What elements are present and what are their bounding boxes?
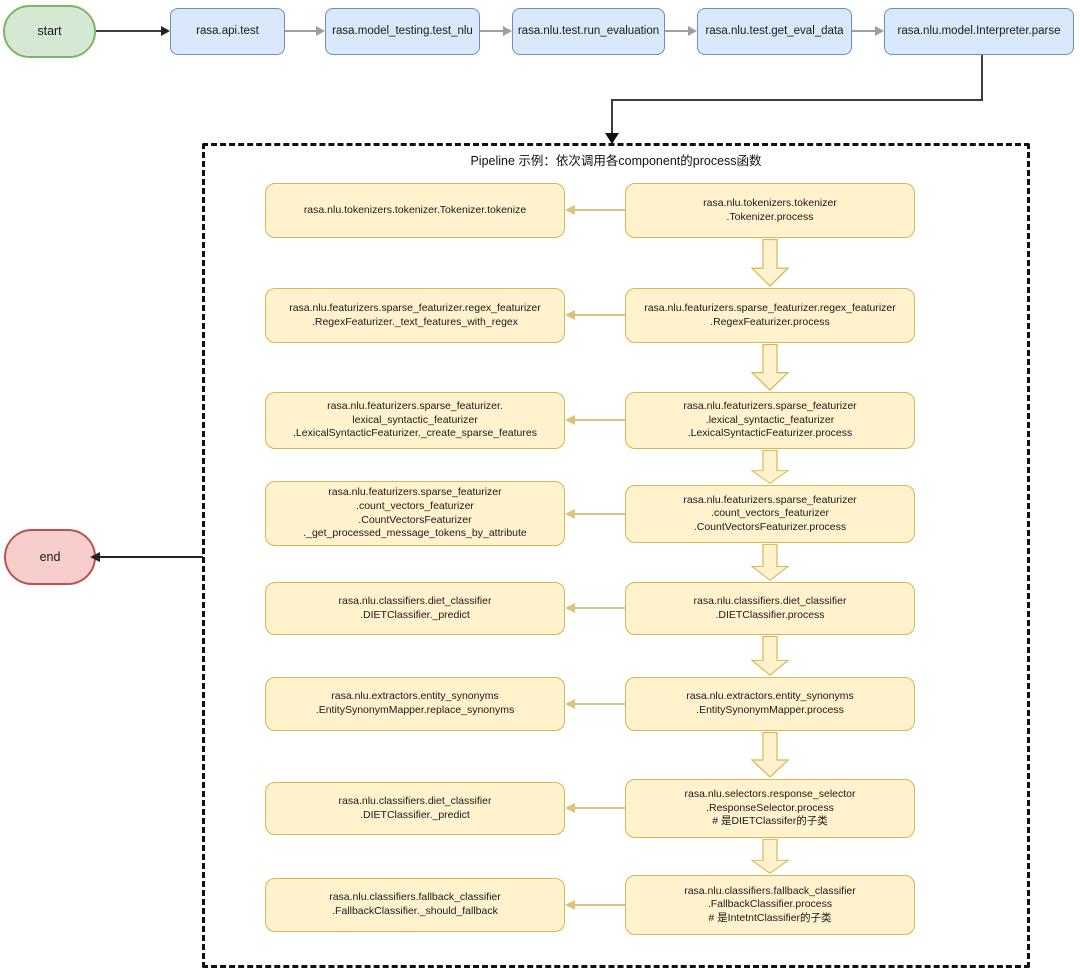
arrow-run-evaluation-to-get-eval-data xyxy=(665,30,689,32)
node-label: rasa.model_testing.test_nlu xyxy=(332,25,473,38)
process-flow-down-arrow xyxy=(750,544,790,581)
process-box-count-vectors-featurizer: rasa.nlu.featurizers.sparse_featurizer .… xyxy=(625,485,915,543)
call-arrow-count-vectors-featurizer xyxy=(574,513,625,515)
arrowhead-left-icon xyxy=(565,603,575,613)
arrowhead-icon xyxy=(316,26,325,36)
box-label: rasa.nlu.extractors.entity_synonyms .Ent… xyxy=(686,690,854,716)
arrowhead-left-icon xyxy=(565,205,575,215)
arrowhead-left-icon xyxy=(565,310,575,320)
box-label: rasa.nlu.featurizers.sparse_featurizer .… xyxy=(303,486,527,540)
process-flow-down-arrow xyxy=(750,450,790,484)
called-box-entity-synonym-mapper: rasa.nlu.extractors.entity_synonyms .Ent… xyxy=(265,677,565,731)
process-box-entity-synonym-mapper: rasa.nlu.extractors.entity_synonyms .Ent… xyxy=(625,677,915,731)
arrow-start-to-api-test xyxy=(96,30,162,32)
arrowhead-left-icon xyxy=(565,803,575,813)
node-label: rasa.nlu.test.get_eval_data xyxy=(705,25,844,38)
pipeline-title: Pipeline 示例：依次调用各component的process函数 xyxy=(470,154,762,168)
connector-parse-entry-segment xyxy=(611,99,613,135)
process-flow-down-arrow xyxy=(750,839,790,874)
node-model-testing-test-nlu: rasa.model_testing.test_nlu xyxy=(325,8,480,55)
box-label: rasa.nlu.classifiers.diet_classifier .DI… xyxy=(693,594,847,621)
box-label: rasa.nlu.selectors.response_selector .Re… xyxy=(684,788,856,828)
process-box-diet-classifier: rasa.nlu.classifiers.diet_classifier .DI… xyxy=(625,582,915,635)
box-label: rasa.nlu.tokenizers.tokenizer .Tokenizer… xyxy=(703,196,837,223)
box-label: rasa.nlu.tokenizers.tokenizer.Tokenizer.… xyxy=(303,203,527,216)
start-node: start xyxy=(3,5,96,58)
box-label: rasa.nlu.classifiers.fallback_classifier… xyxy=(329,891,501,917)
box-label: rasa.nlu.classifiers.diet_classifier .DI… xyxy=(338,594,492,621)
arrow-test-nlu-to-run-evaluation xyxy=(480,30,504,32)
connector-parse-down-segment xyxy=(981,55,983,101)
process-flow-down-arrow xyxy=(750,732,790,778)
box-label: rasa.nlu.featurizers.sparse_featurizer.r… xyxy=(289,301,541,328)
call-arrow-fallback-classifier xyxy=(574,904,625,906)
box-label: rasa.nlu.extractors.entity_synonyms .Ent… xyxy=(315,690,515,716)
process-flow-down-arrow xyxy=(750,239,790,287)
process-box-fallback-classifier: rasa.nlu.classifiers.fallback_classifier… xyxy=(625,875,915,935)
arrowhead-icon xyxy=(688,26,697,36)
arrowhead-left-icon xyxy=(565,415,575,425)
start-label: start xyxy=(37,24,62,39)
arrow-pipeline-to-end xyxy=(99,556,203,558)
node-label: rasa.nlu.test.run_evaluation xyxy=(517,25,660,38)
call-arrow-tokenizer xyxy=(574,209,625,211)
node-model-interpreter-parse: rasa.nlu.model.Interpreter.parse xyxy=(884,8,1074,55)
call-arrow-entity-synonym-mapper xyxy=(574,703,625,705)
arrowhead-down-icon xyxy=(605,133,619,144)
box-label: rasa.nlu.featurizers.sparse_featurizer. … xyxy=(293,400,537,440)
process-box-tokenizer: rasa.nlu.tokenizers.tokenizer .Tokenizer… xyxy=(625,183,915,238)
box-label: rasa.nlu.featurizers.sparse_featurizer .… xyxy=(683,493,857,533)
process-box-response-selector: rasa.nlu.selectors.response_selector .Re… xyxy=(625,779,915,838)
node-rasa-api-test: rasa.api.test xyxy=(170,8,285,55)
called-box-regex-featurizer: rasa.nlu.featurizers.sparse_featurizer.r… xyxy=(265,288,565,343)
arrow-get-eval-data-to-parse xyxy=(852,30,876,32)
box-label: rasa.nlu.classifiers.diet_classifier .DI… xyxy=(338,794,492,821)
process-box-regex-featurizer: rasa.nlu.featurizers.sparse_featurizer.r… xyxy=(625,288,915,343)
box-label: rasa.nlu.classifiers.fallback_classifier… xyxy=(684,884,856,924)
end-node: end xyxy=(4,529,96,585)
process-flow-down-arrow xyxy=(750,636,790,676)
connector-parse-horizontal-segment xyxy=(611,99,983,101)
called-box-lexical-syntactic-featurizer: rasa.nlu.featurizers.sparse_featurizer. … xyxy=(265,392,565,449)
called-box-diet-classifier: rasa.nlu.classifiers.diet_classifier .DI… xyxy=(265,582,565,635)
arrowhead-left-icon xyxy=(565,699,575,709)
pipeline-container xyxy=(202,143,1030,968)
node-label: rasa.nlu.model.Interpreter.parse xyxy=(897,25,1061,38)
arrowhead-icon xyxy=(875,26,884,36)
arrowhead-icon xyxy=(161,26,170,36)
process-box-lexical-syntactic-featurizer: rasa.nlu.featurizers.sparse_featurizer .… xyxy=(625,392,915,449)
call-arrow-lexical-syntactic-featurizer xyxy=(574,419,625,421)
arrowhead-left-icon xyxy=(565,900,575,910)
called-box-tokenizer: rasa.nlu.tokenizers.tokenizer.Tokenizer.… xyxy=(265,183,565,238)
process-flow-down-arrow xyxy=(750,344,790,391)
arrowhead-left-icon xyxy=(90,552,100,562)
node-test-run-evaluation: rasa.nlu.test.run_evaluation xyxy=(512,8,665,55)
arrow-api-test-to-test-nlu xyxy=(285,30,317,32)
call-arrow-response-selector xyxy=(574,807,625,809)
arrowhead-icon xyxy=(503,26,512,36)
called-box-response-selector: rasa.nlu.classifiers.diet_classifier .DI… xyxy=(265,782,565,835)
arrowhead-left-icon xyxy=(565,509,575,519)
call-arrow-regex-featurizer xyxy=(574,314,625,316)
called-box-fallback-classifier: rasa.nlu.classifiers.fallback_classifier… xyxy=(265,878,565,932)
node-label: rasa.api.test xyxy=(196,25,259,38)
box-label: rasa.nlu.featurizers.sparse_featurizer.r… xyxy=(644,301,896,328)
box-label: rasa.nlu.featurizers.sparse_featurizer .… xyxy=(683,400,857,440)
node-test-get-eval-data: rasa.nlu.test.get_eval_data xyxy=(697,8,852,55)
call-arrow-diet-classifier xyxy=(574,607,625,609)
called-box-count-vectors-featurizer: rasa.nlu.featurizers.sparse_featurizer .… xyxy=(265,481,565,546)
end-label: end xyxy=(39,549,61,564)
